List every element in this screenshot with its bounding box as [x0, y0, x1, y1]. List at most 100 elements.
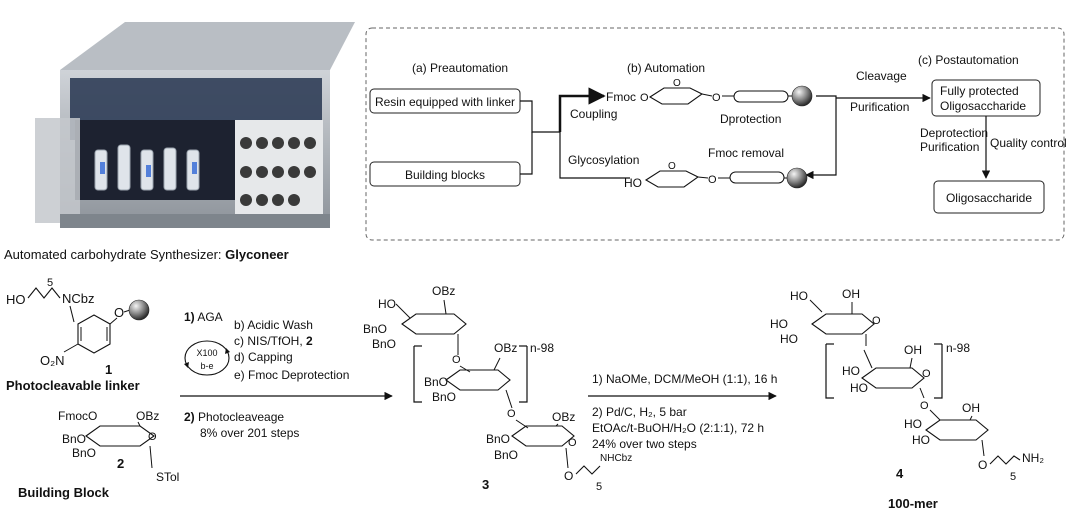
building-block-structure: FmocO OBz BnO BnO O STol — [58, 409, 179, 484]
cycle-icon: X100 b-e — [184, 341, 230, 375]
svg-text:O₂N: O₂N — [40, 353, 65, 368]
fully-protected-line1: Fully protected — [940, 84, 1019, 98]
linker-number: 1 — [105, 362, 112, 377]
svg-text:OBz: OBz — [432, 284, 455, 298]
svg-text:O: O — [922, 368, 931, 380]
svg-text:BnO: BnO — [424, 375, 448, 389]
stage-c-label: (c) Postautomation — [918, 53, 1019, 67]
svg-text:5: 5 — [596, 481, 602, 493]
stage-a-label: (a) Preautomation — [412, 61, 508, 75]
svg-text:HO: HO — [790, 289, 808, 303]
svg-text:O: O — [564, 469, 573, 483]
svg-text:FmocO: FmocO — [58, 409, 97, 423]
svg-text:HO: HO — [770, 317, 788, 331]
condition-line-1: 1) NaOMe, DCM/MeOH (1:1), 16 h — [592, 372, 777, 386]
svg-text:BnO: BnO — [486, 432, 510, 446]
step-e: e) Fmoc Deprotection — [234, 368, 349, 382]
svg-text:HO: HO — [780, 332, 798, 346]
synthesizer-image — [35, 22, 355, 228]
svg-text:BnO: BnO — [363, 322, 387, 336]
deprotection-c-label: Deprotection — [920, 126, 988, 140]
step-aga: 1) AGA — [184, 310, 223, 324]
svg-text:OH: OH — [904, 343, 922, 357]
svg-text:NCbz: NCbz — [62, 291, 95, 306]
deprotection-loop-arrow — [806, 96, 836, 175]
building-blocks-box-label: Building blocks — [405, 168, 485, 182]
ho-sugar-resin: HO O O — [624, 161, 807, 190]
svg-text:HO: HO — [912, 433, 930, 447]
svg-text:O: O — [148, 431, 157, 443]
svg-text:5: 5 — [47, 277, 53, 289]
step-d: d) Capping — [234, 350, 293, 364]
svg-text:O: O — [568, 437, 577, 449]
coupling-label: Coupling — [570, 107, 617, 121]
svg-text:HO: HO — [624, 176, 642, 190]
step-photocleavage: 2) Photocleaveage — [184, 410, 284, 424]
step-c: c) NIS/TfOH, 2 — [234, 334, 313, 348]
svg-text:O: O — [708, 174, 717, 186]
svg-text:OH: OH — [962, 401, 980, 415]
svg-text:HO: HO — [904, 417, 922, 431]
svg-text:OBz: OBz — [136, 409, 159, 423]
oligosaccharide-box-label: Oligosaccharide — [946, 191, 1032, 205]
linker-label: Photocleavable linker — [6, 378, 140, 393]
cleavage-label: Cleavage — [856, 69, 907, 83]
svg-text:OH: OH — [842, 287, 860, 301]
svg-text:n-98: n-98 — [530, 341, 554, 355]
compound-4-number: 4 — [896, 466, 904, 481]
compound-4-structure: HO OH HO HO O n-98 OH HO HO O O OH HO HO… — [770, 287, 1044, 483]
machine-caption: Automated carbohydrate Synthesizer: Glyc… — [4, 247, 289, 262]
svg-text:HO: HO — [378, 297, 396, 311]
condition-line-2: 2) Pd/C, H₂, 5 bar — [592, 405, 687, 419]
svg-text:5: 5 — [1010, 471, 1016, 483]
svg-text:NH₂: NH₂ — [1022, 451, 1044, 465]
compound-3-number: 3 — [482, 477, 489, 492]
building-block-number: 2 — [117, 456, 124, 471]
stage-b-label: (b) Automation — [627, 61, 705, 75]
purification-c-label: Purification — [920, 140, 979, 154]
svg-text:BnO: BnO — [432, 390, 456, 404]
svg-text:STol: STol — [156, 470, 179, 484]
svg-text:O: O — [712, 92, 721, 104]
svg-text:O: O — [673, 78, 681, 89]
building-block-label: Building Block — [18, 485, 110, 500]
svg-text:BnO: BnO — [72, 446, 96, 460]
svg-text:n-98: n-98 — [946, 341, 970, 355]
svg-text:BnO: BnO — [494, 448, 518, 462]
step-b: b) Acidic Wash — [234, 318, 313, 332]
dprotection-label: Dprotection — [720, 112, 781, 126]
svg-text:O: O — [114, 305, 124, 320]
fmoc-removal-label: Fmoc removal — [708, 146, 784, 160]
svg-text:O: O — [507, 408, 516, 420]
condition-line-3: EtOAc/t-BuOH/H₂O (2:1:1), 72 h — [592, 421, 764, 435]
svg-text:HO: HO — [842, 364, 860, 378]
svg-text:Fmoc: Fmoc — [606, 90, 636, 104]
glycosylation-label: Glycosylation — [568, 153, 639, 167]
photocleavable-linker-structure: HO 5 NCbz O O₂N — [6, 277, 149, 368]
svg-text:NHCbz: NHCbz — [600, 453, 632, 464]
quality-control-label: Quality control — [990, 136, 1067, 150]
svg-text:O: O — [872, 315, 881, 327]
svg-text:O: O — [640, 92, 649, 104]
compound-3-structure: HO OBz BnO BnO O n-98 OBz BnO BnO O OBz … — [363, 284, 632, 493]
svg-text:O: O — [978, 458, 987, 472]
purification-label: Purification — [850, 100, 909, 114]
svg-text:BnO: BnO — [372, 337, 396, 351]
fully-protected-line2: Oligosaccharide — [940, 99, 1026, 113]
resin-box-label: Resin equipped with linker — [375, 95, 515, 109]
step-yield: 8% over 201 steps — [200, 426, 299, 440]
svg-text:O: O — [920, 400, 929, 412]
merge-bracket — [520, 101, 560, 174]
fmoc-sugar-resin: Fmoc O O O — [606, 78, 812, 106]
svg-text:OBz: OBz — [494, 341, 517, 355]
svg-text:X100: X100 — [196, 348, 217, 358]
svg-text:HO: HO — [850, 381, 868, 395]
svg-text:O: O — [452, 354, 461, 366]
compound-4-label: 100-mer — [888, 496, 938, 511]
svg-text:b-e: b-e — [200, 361, 213, 371]
svg-text:O: O — [668, 161, 676, 172]
svg-text:OBz: OBz — [552, 410, 575, 424]
svg-text:BnO: BnO — [62, 432, 86, 446]
svg-text:HO: HO — [6, 292, 26, 307]
